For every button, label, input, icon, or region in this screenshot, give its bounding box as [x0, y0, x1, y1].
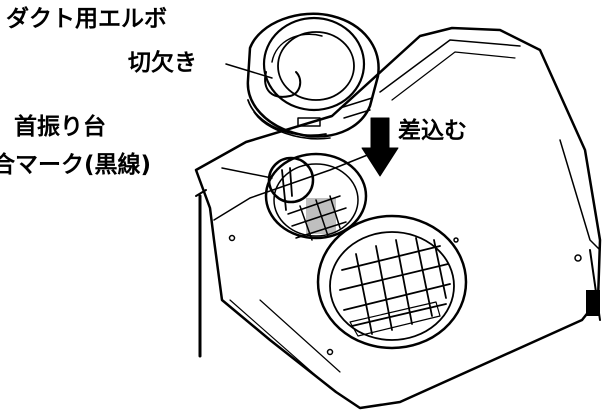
leader-mark	[221, 167, 273, 179]
duct-elbow	[246, 12, 380, 140]
leader-notch	[225, 63, 273, 79]
label-notch: 切欠き	[128, 50, 197, 76]
label-duct-elbow: ダクト用エルボ	[6, 6, 167, 32]
unit-housing	[194, 26, 602, 410]
label-alignment-mark: 合マーク(黒線)	[0, 152, 152, 178]
swivel-base-port	[264, 152, 368, 241]
insert-arrow	[361, 117, 399, 177]
leader-lines	[221, 63, 273, 179]
stand-pole	[195, 189, 207, 358]
outlet-grille	[316, 214, 468, 350]
label-swivel-base: 首振り台	[14, 114, 106, 140]
label-insert: 差込む	[398, 118, 467, 144]
mark-highlight-circle	[267, 156, 315, 204]
